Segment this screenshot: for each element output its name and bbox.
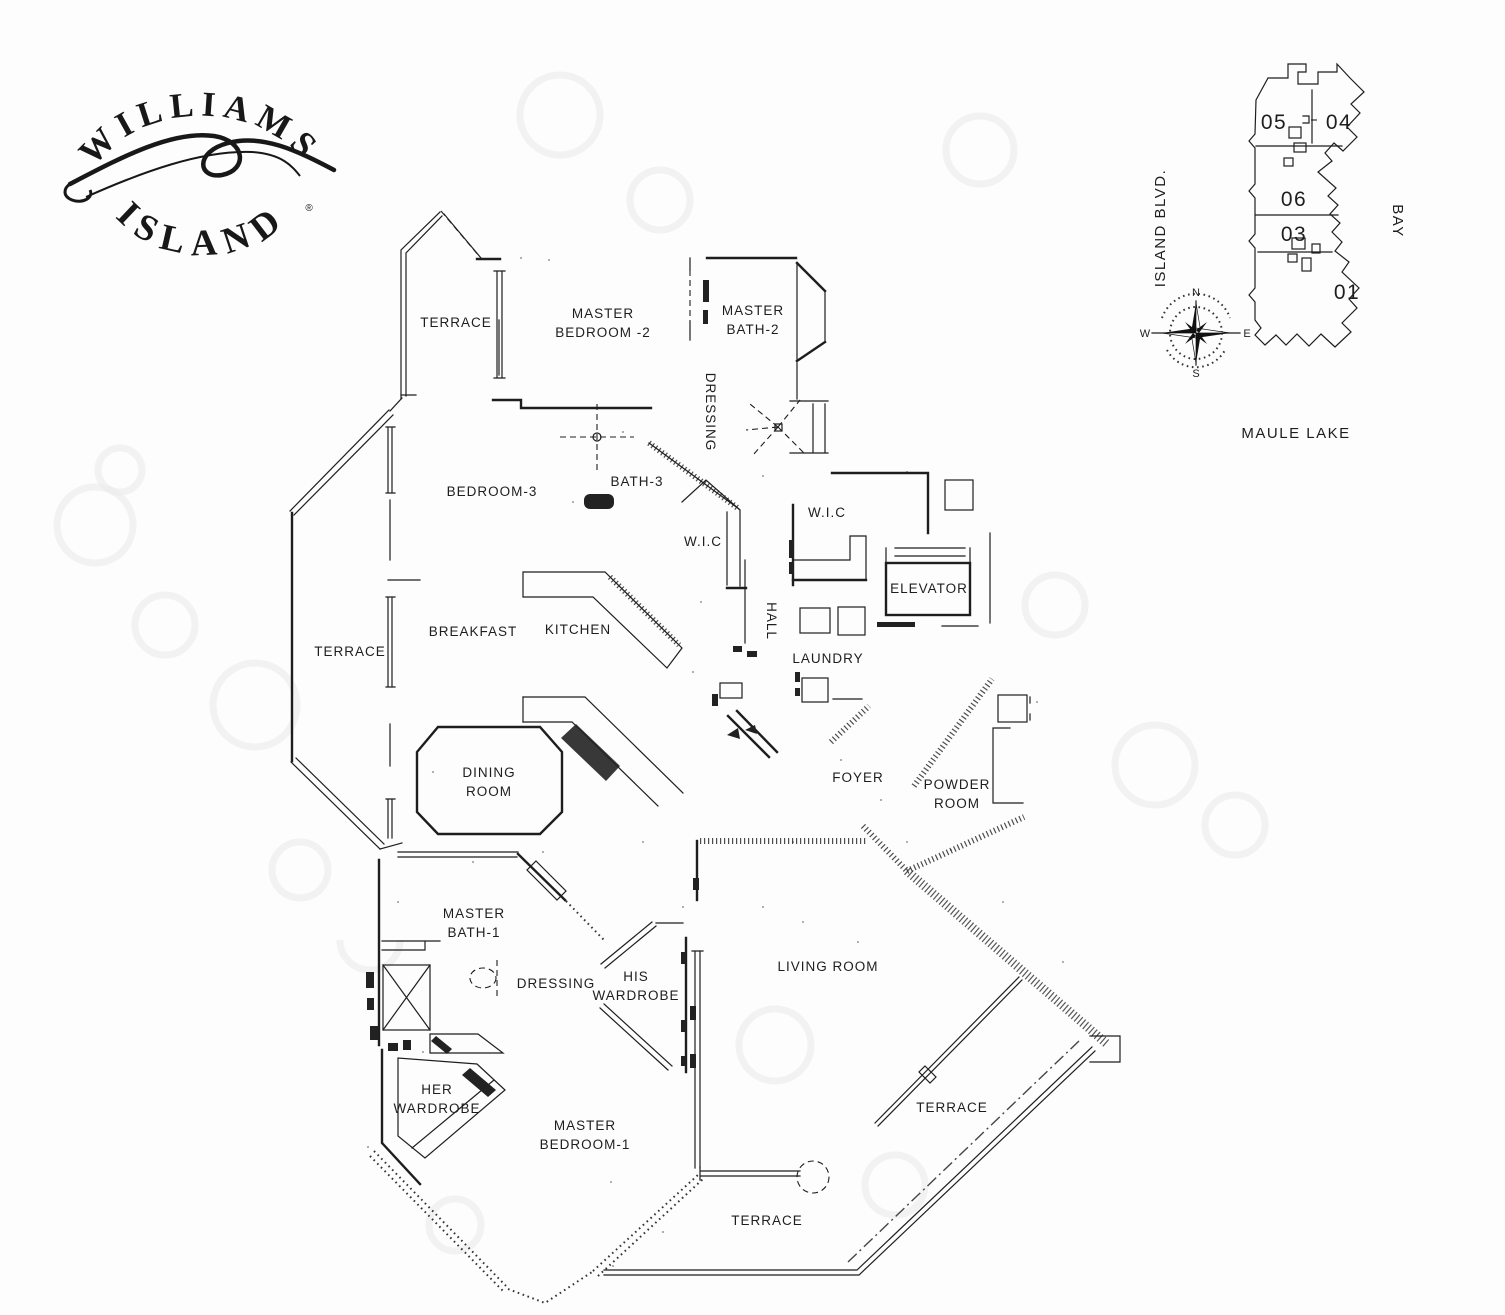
room-label-dining-l2: ROOM	[466, 784, 512, 799]
room-label-hall: HALL	[764, 602, 779, 640]
room-label-bath-3: BATH-3	[610, 474, 663, 489]
walls-kitchen	[522, 571, 684, 807]
walls-master-bedroom-1	[369, 1150, 704, 1305]
compass-n-label: N	[1192, 287, 1200, 299]
logo-registered-mark: ®	[305, 203, 313, 214]
keyplan-unit-03: 03	[1281, 223, 1307, 246]
room-label-living-room: LIVING ROOM	[777, 959, 878, 974]
keyplan-unit-05: 05	[1261, 111, 1287, 134]
logo-arc-top: WILLIAMS	[71, 84, 329, 172]
keyplan-core	[1283, 115, 1321, 272]
keyplan-street-island-blvd: ISLAND BLVD.	[1152, 169, 1169, 288]
room-label-terrace-bottom: TERRACE	[731, 1213, 803, 1228]
room-label-powder-l2: ROOM	[934, 796, 980, 811]
walls-master-bath-1	[366, 858, 505, 1054]
walls-left-terrace	[289, 409, 421, 850]
compass-s-label: S	[1192, 368, 1199, 380]
room-labels: TERRACE MASTER BEDROOM -2 MASTER BATH-2 …	[314, 303, 991, 1228]
room-label-wic-a: W.I.C	[684, 534, 722, 549]
keyplan-water-bay: BAY	[1389, 204, 1406, 237]
williams-island-logo: WILLIAMS ISLAND ®	[63, 84, 337, 265]
keyplan: 05 04 06 03 01 ISLAND BLVD. BAY MAULE LA…	[1152, 62, 1406, 442]
room-label-terrace-top: TERRACE	[420, 315, 492, 330]
keyplan-building-outline	[1248, 62, 1365, 348]
walls-master-bath-2	[705, 256, 829, 456]
compass-w-label: W	[1140, 328, 1151, 340]
room-label-master-bath-1-l1: MASTER	[443, 906, 505, 921]
room-label-laundry: LAUNDRY	[792, 651, 863, 666]
walls-wic-small	[681, 479, 748, 590]
walls-elevator	[877, 532, 991, 627]
walls-dining-room	[397, 725, 567, 902]
walls-dressing-2	[689, 257, 709, 341]
room-label-dressing-2: DRESSING	[703, 373, 718, 452]
walls-hall	[733, 559, 757, 657]
walls-foyer-entry	[712, 682, 872, 759]
room-label-master-bedroom-1-l2: BEDROOM-1	[540, 1137, 631, 1152]
walls-her-wardrobe	[380, 1040, 506, 1186]
room-label-powder-l1: POWDER	[924, 777, 991, 792]
walls-powder-room	[860, 677, 1031, 874]
room-label-her-wardrobe-l1: HER	[421, 1082, 453, 1097]
room-label-master-bedroom-1-l1: MASTER	[554, 1118, 616, 1133]
logo-arc-bottom: ISLAND	[109, 194, 296, 265]
room-label-dining-l1: DINING	[462, 765, 515, 780]
room-label-master-bath-2-l2: BATH-2	[726, 322, 779, 337]
room-label-terrace-right: TERRACE	[916, 1100, 988, 1115]
room-label-dressing-1: DRESSING	[517, 976, 596, 991]
room-label-wic-b: W.I.C	[808, 505, 846, 520]
walls-bedroom-3	[491, 398, 653, 471]
room-label-his-wardrobe-l1: HIS	[623, 969, 649, 984]
walls-living-room	[565, 838, 1121, 1194]
room-label-master-bedroom-2-l2: BEDROOM -2	[555, 325, 651, 340]
walls-laundry	[795, 606, 866, 703]
walls-wic-right	[789, 471, 974, 587]
keyplan-water-maule-lake: MAULE LAKE	[1241, 425, 1350, 442]
scan-ghost-texture	[53, 71, 1269, 1267]
keyplan-unit-06: 06	[1281, 188, 1307, 211]
room-label-elevator: ELEVATOR	[890, 581, 968, 596]
compass-rose-icon: N S W E	[1140, 287, 1251, 380]
keyplan-unit-04: 04	[1326, 111, 1352, 134]
walls-top-terrace	[389, 210, 506, 412]
room-label-master-bath-2-l1: MASTER	[722, 303, 784, 318]
walls-bottom-terrace	[603, 1040, 1096, 1276]
room-label-her-wardrobe-l2: WARDROBE	[393, 1101, 480, 1116]
walls-bath-3	[584, 440, 741, 512]
keyplan-unit-01: 01	[1334, 281, 1360, 304]
room-label-bedroom-3: BEDROOM-3	[447, 484, 538, 499]
compass-e-label: E	[1243, 328, 1250, 340]
room-label-foyer: FOYER	[832, 770, 884, 785]
room-label-his-wardrobe-l2: WARDROBE	[592, 988, 679, 1003]
room-label-master-bath-1-l2: BATH-1	[447, 925, 500, 940]
room-label-master-bedroom-2-l1: MASTER	[572, 306, 634, 321]
logo-swash	[63, 132, 337, 203]
room-label-kitchen: KITCHEN	[545, 622, 611, 637]
walls-his-wardrobe	[599, 921, 688, 1074]
room-label-breakfast: BREAKFAST	[429, 624, 518, 639]
room-label-terrace-left: TERRACE	[314, 644, 386, 659]
